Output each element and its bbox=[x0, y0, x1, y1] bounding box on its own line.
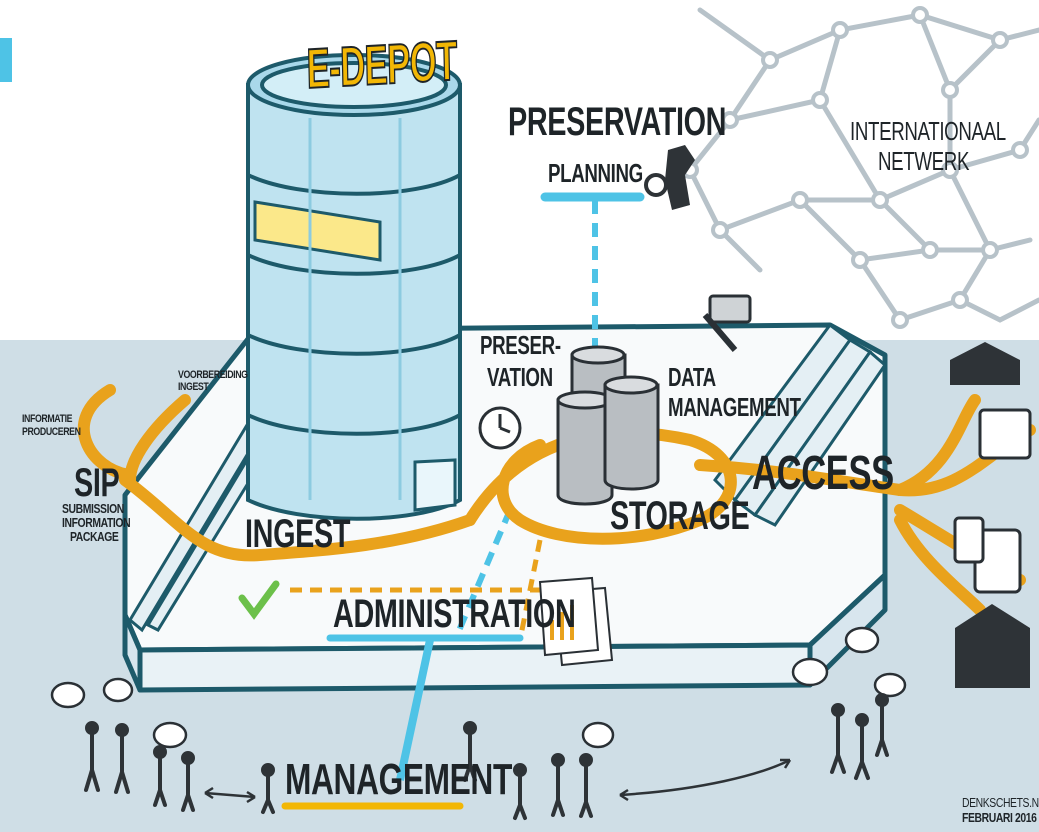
label-informatie-1: INFORMATIE bbox=[22, 413, 73, 425]
blue-dashed-links bbox=[452, 200, 598, 642]
report-sheets bbox=[538, 576, 614, 667]
label-voorbereiding-1: VOORBEREIDING bbox=[178, 369, 248, 381]
speech-bubbles bbox=[50, 626, 907, 749]
label-storage: STORAGE bbox=[610, 494, 750, 538]
clock-icon bbox=[478, 406, 522, 450]
houses bbox=[950, 342, 1030, 688]
check-icon bbox=[238, 580, 280, 620]
international-network bbox=[687, 7, 1039, 323]
label-preservation-2: VATION bbox=[487, 362, 553, 392]
corner-tab bbox=[0, 38, 12, 82]
title-e-depot: E-DEPOT bbox=[305, 28, 458, 101]
people bbox=[84, 693, 889, 820]
label-preservation-1: PRESER- bbox=[480, 330, 561, 360]
tower bbox=[246, 53, 462, 521]
label-sip-desc-3: PACKAGE bbox=[70, 529, 119, 544]
label-access: ACCESS bbox=[752, 447, 894, 500]
planner-figure-icon bbox=[644, 145, 695, 210]
label-informatie-2: PRODUCEREN bbox=[22, 426, 81, 438]
management-link bbox=[396, 639, 434, 781]
label-internationaal-1: INTERNATIONAAL bbox=[850, 116, 1006, 146]
label-sip-desc-2: INFORMATION bbox=[62, 515, 131, 530]
tools-icon bbox=[702, 294, 752, 352]
label-ingest: INGEST bbox=[245, 512, 351, 556]
label-voorbereiding-2: INGEST bbox=[178, 381, 209, 393]
label-sip-desc-1: SUBMISSION bbox=[62, 501, 124, 516]
storage-cylinders bbox=[556, 345, 660, 506]
exchange-arrows bbox=[204, 758, 792, 804]
orange-dashed-links bbox=[290, 539, 543, 641]
credit-line-1: DENKSCHETS.NL bbox=[962, 795, 1039, 810]
label-administration: ADMINISTRATION bbox=[333, 592, 576, 636]
right-ramp bbox=[713, 322, 887, 527]
label-data-management-2: MANAGEMENT bbox=[668, 392, 801, 422]
devices bbox=[953, 408, 1032, 594]
credit-line-2: FEBRUARI 2016 bbox=[962, 810, 1037, 825]
label-preservation-planning-2: PLANNING bbox=[548, 158, 643, 188]
label-internationaal-2: NETWERK bbox=[878, 146, 970, 176]
label-preservation-planning-1: PRESERVATION bbox=[508, 100, 727, 144]
label-management: MANAGEMENT bbox=[285, 755, 512, 804]
label-data-management-1: DATA bbox=[668, 362, 716, 392]
label-sip: SIP bbox=[74, 461, 120, 505]
